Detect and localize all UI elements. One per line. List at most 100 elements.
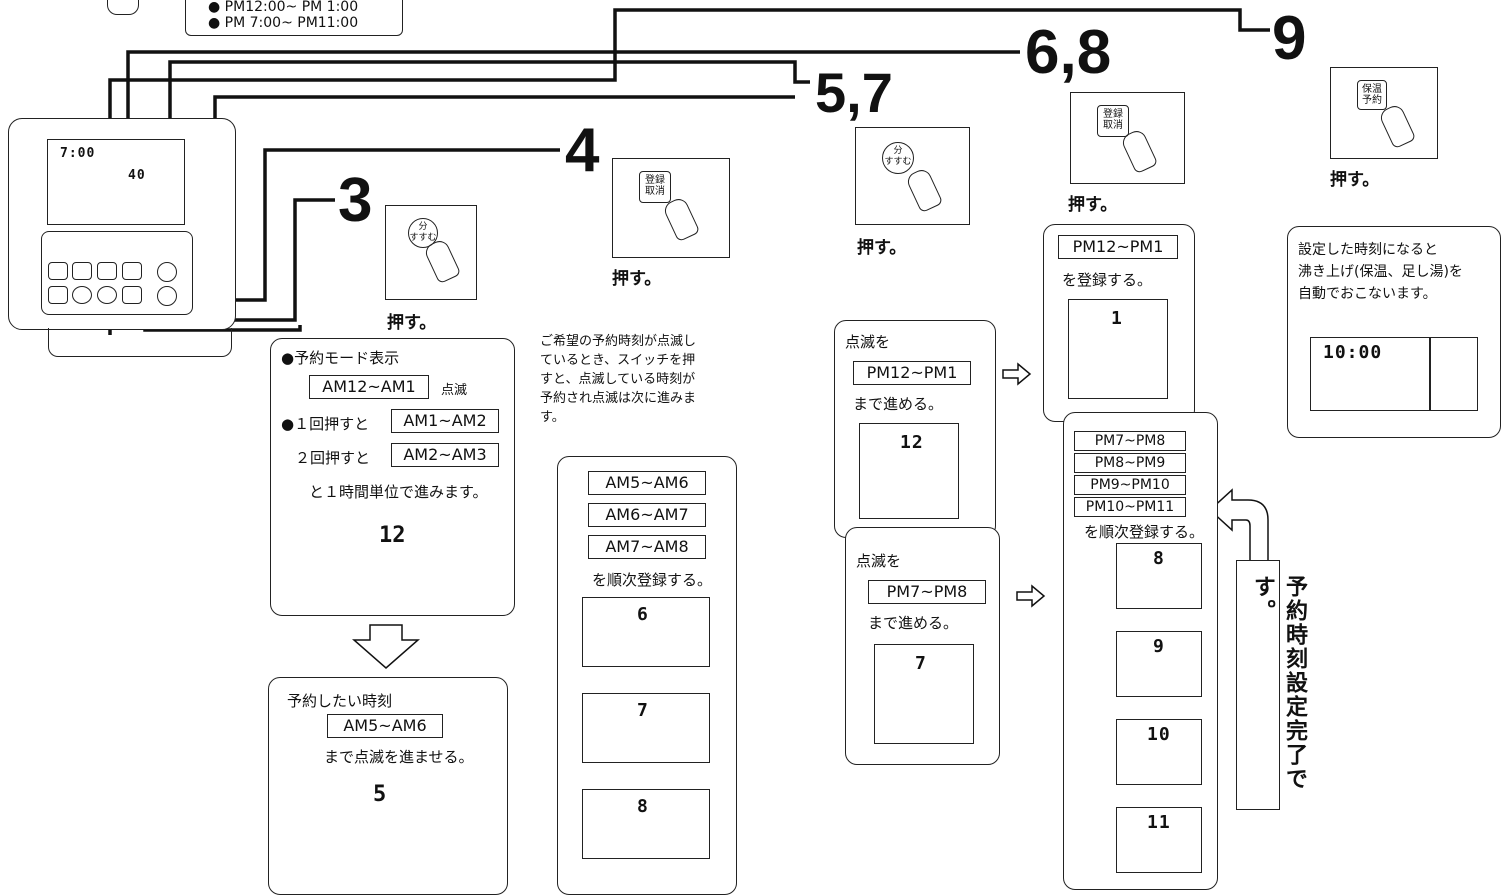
- am-slot-tag: AM6~AM7: [588, 503, 706, 527]
- lcd-frame: 9: [1116, 631, 1202, 697]
- time-legend: ● PM12:00~ PM 1:00 ● PM 7:00~ PM11:00: [185, 0, 403, 36]
- corner-icon: [107, 0, 139, 15]
- lcd-digit: 10: [1147, 724, 1171, 745]
- step-3-button-card: 分 すすむ: [385, 205, 477, 300]
- sequential-desc: を順次登録する。: [592, 571, 713, 589]
- note-line: すと、点滅している時刻が: [540, 372, 696, 387]
- remote-key-hoto[interactable]: [122, 286, 142, 304]
- completion-note: 予約時刻設定完了です。: [1250, 575, 1307, 791]
- lcd-digit: 12: [379, 523, 406, 548]
- blink-advance-desc: まで進める。: [868, 614, 959, 632]
- hand-icon: [904, 166, 944, 214]
- remote-key-touroku[interactable]: [122, 262, 142, 280]
- remote-key[interactable]: [97, 262, 117, 280]
- lcd-digit: 12: [900, 432, 924, 453]
- reserve-mode-title: ●予約モード表示: [281, 349, 400, 367]
- step-5-7-button-card: 分 すすむ: [855, 127, 970, 225]
- lcd-divider: [1429, 338, 1431, 410]
- push-label-9: 押す。: [1330, 170, 1380, 190]
- lcd-frame: 10:00: [1310, 337, 1478, 411]
- target-time-title: 予約したい時刻: [287, 692, 393, 710]
- step-3-number: 3: [338, 166, 373, 235]
- step-9-button-card: 保温 予約: [1330, 67, 1438, 159]
- lcd-frame: 6: [582, 597, 710, 667]
- lcd-digit: 8: [637, 796, 649, 817]
- remote-key[interactable]: [72, 262, 92, 280]
- lcd-digit: 9: [1153, 636, 1165, 657]
- step-6-8-button-card: 登録 取消: [1070, 92, 1185, 184]
- remote-key-bun[interactable]: [97, 286, 117, 304]
- pm-slot-tag: PM9~PM10: [1074, 475, 1186, 495]
- bun-button[interactable]: 分 すすむ: [408, 218, 438, 248]
- lcd-digit: 6: [637, 604, 649, 625]
- up-icon[interactable]: [157, 262, 177, 282]
- touroku-button[interactable]: 登録 取消: [1097, 105, 1129, 137]
- twice-label: ２回押すと: [295, 449, 371, 467]
- lcd-digit: 8: [1153, 548, 1165, 569]
- push-label-6-8: 押す。: [1068, 195, 1118, 215]
- blinking-lcd: 5: [339, 778, 429, 858]
- pm-slot-tag: PM8~PM9: [1074, 453, 1186, 473]
- sequential-desc: を順次登録する。: [1084, 523, 1205, 541]
- auto-boil-line: 自動でおこないます。: [1298, 286, 1437, 302]
- push-label-3: 押す。: [387, 313, 437, 333]
- hand-icon: [1377, 102, 1417, 150]
- remote-key[interactable]: [48, 286, 68, 304]
- down-icon[interactable]: [157, 286, 177, 306]
- note-line: ているとき、スイッチを押: [540, 353, 696, 368]
- advance-note: と１時間単位で進みます。: [309, 483, 488, 501]
- register-box-pm12: PM12~PM1 を登録する。 1: [1043, 224, 1195, 422]
- hoto-button[interactable]: 保温 予約: [1357, 80, 1387, 110]
- remote-key[interactable]: [72, 286, 92, 304]
- touroku-button[interactable]: 登録 取消: [639, 171, 671, 203]
- remote-controller: 7:00 40: [8, 118, 236, 330]
- lcd-frame: 7: [582, 693, 710, 763]
- blink-advance-title: 点滅を: [845, 333, 891, 351]
- blink-advance-desc: まで進める。: [853, 395, 944, 413]
- blinking-lcd: 12: [349, 517, 439, 587]
- note-line: す。: [540, 410, 565, 425]
- lcd-frame: 7: [874, 644, 974, 744]
- lcd-frame: 8: [582, 789, 710, 859]
- once-value-tag: AM1~AM2: [391, 409, 499, 433]
- step-6-8-number: 6,8: [1025, 18, 1112, 87]
- auto-boil-box: 設定した時刻になると 沸き上げ(保温、足し湯)を 自動でおこないます。 10:0…: [1287, 226, 1501, 438]
- once-label: ●１回押すと: [281, 415, 370, 433]
- note-line: ご希望の予約時刻が点滅し: [540, 334, 697, 349]
- lcd-frame: 8: [1116, 543, 1202, 609]
- lcd-frame: 11: [1116, 807, 1202, 873]
- remote-key[interactable]: [48, 262, 68, 280]
- pm-slot-tag: PM10~PM11: [1074, 497, 1186, 517]
- lcd-digit: 7: [637, 700, 649, 721]
- pm-target-tag: PM7~PM8: [868, 580, 986, 604]
- auto-boil-line: 沸き上げ(保温、足し湯)を: [1298, 264, 1463, 280]
- am-slot-tag: AM7~AM8: [588, 535, 706, 559]
- lcd-time: 10:00: [1323, 342, 1383, 363]
- initial-time-tag: AM12~AM1: [309, 375, 429, 399]
- auto-boil-line: 設定した時刻になると: [1298, 242, 1438, 258]
- target-time-tag: AM5~AM6: [327, 714, 443, 738]
- pm-register-tag: PM12~PM1: [1058, 235, 1178, 259]
- blink-advance-box-pm7: 点滅を PM7~PM8 まで進める。 7: [845, 527, 1000, 765]
- completion-note-frame: 予約時刻設定完了です。: [1236, 560, 1307, 810]
- remote-lcd-time: 7:00: [60, 146, 96, 161]
- lcd-digit: 5: [373, 782, 387, 807]
- lcd-frame: 10: [1116, 719, 1202, 785]
- blink-label: 点滅: [441, 383, 468, 398]
- lcd-frame: 1: [1068, 299, 1168, 399]
- sequential-register-box-pm: PM7~PM8 PM8~PM9 PM9~PM10 PM10~PM11 を順次登録…: [1063, 412, 1218, 890]
- lcd-digit: 1: [1111, 308, 1123, 329]
- bun-button[interactable]: 分 すすむ: [882, 142, 914, 174]
- step-5-7-number: 5,7: [815, 61, 893, 124]
- lcd-digit: 7: [915, 653, 927, 674]
- twice-value-tag: AM2~AM3: [391, 443, 499, 467]
- hand-icon: [661, 195, 701, 243]
- register-desc: を登録する。: [1062, 271, 1153, 289]
- hand-icon: [1119, 127, 1159, 175]
- legend-line-2: ● PM 7:00~ PM11:00: [208, 15, 359, 31]
- push-label-5-7: 押す。: [857, 238, 907, 258]
- blink-advance-box-pm12: 点滅を PM12~PM1 まで進める。 12: [834, 320, 996, 538]
- remote-cover: [48, 328, 232, 357]
- remote-keypad: [41, 231, 193, 315]
- blink-advance-title: 点滅を: [856, 552, 902, 570]
